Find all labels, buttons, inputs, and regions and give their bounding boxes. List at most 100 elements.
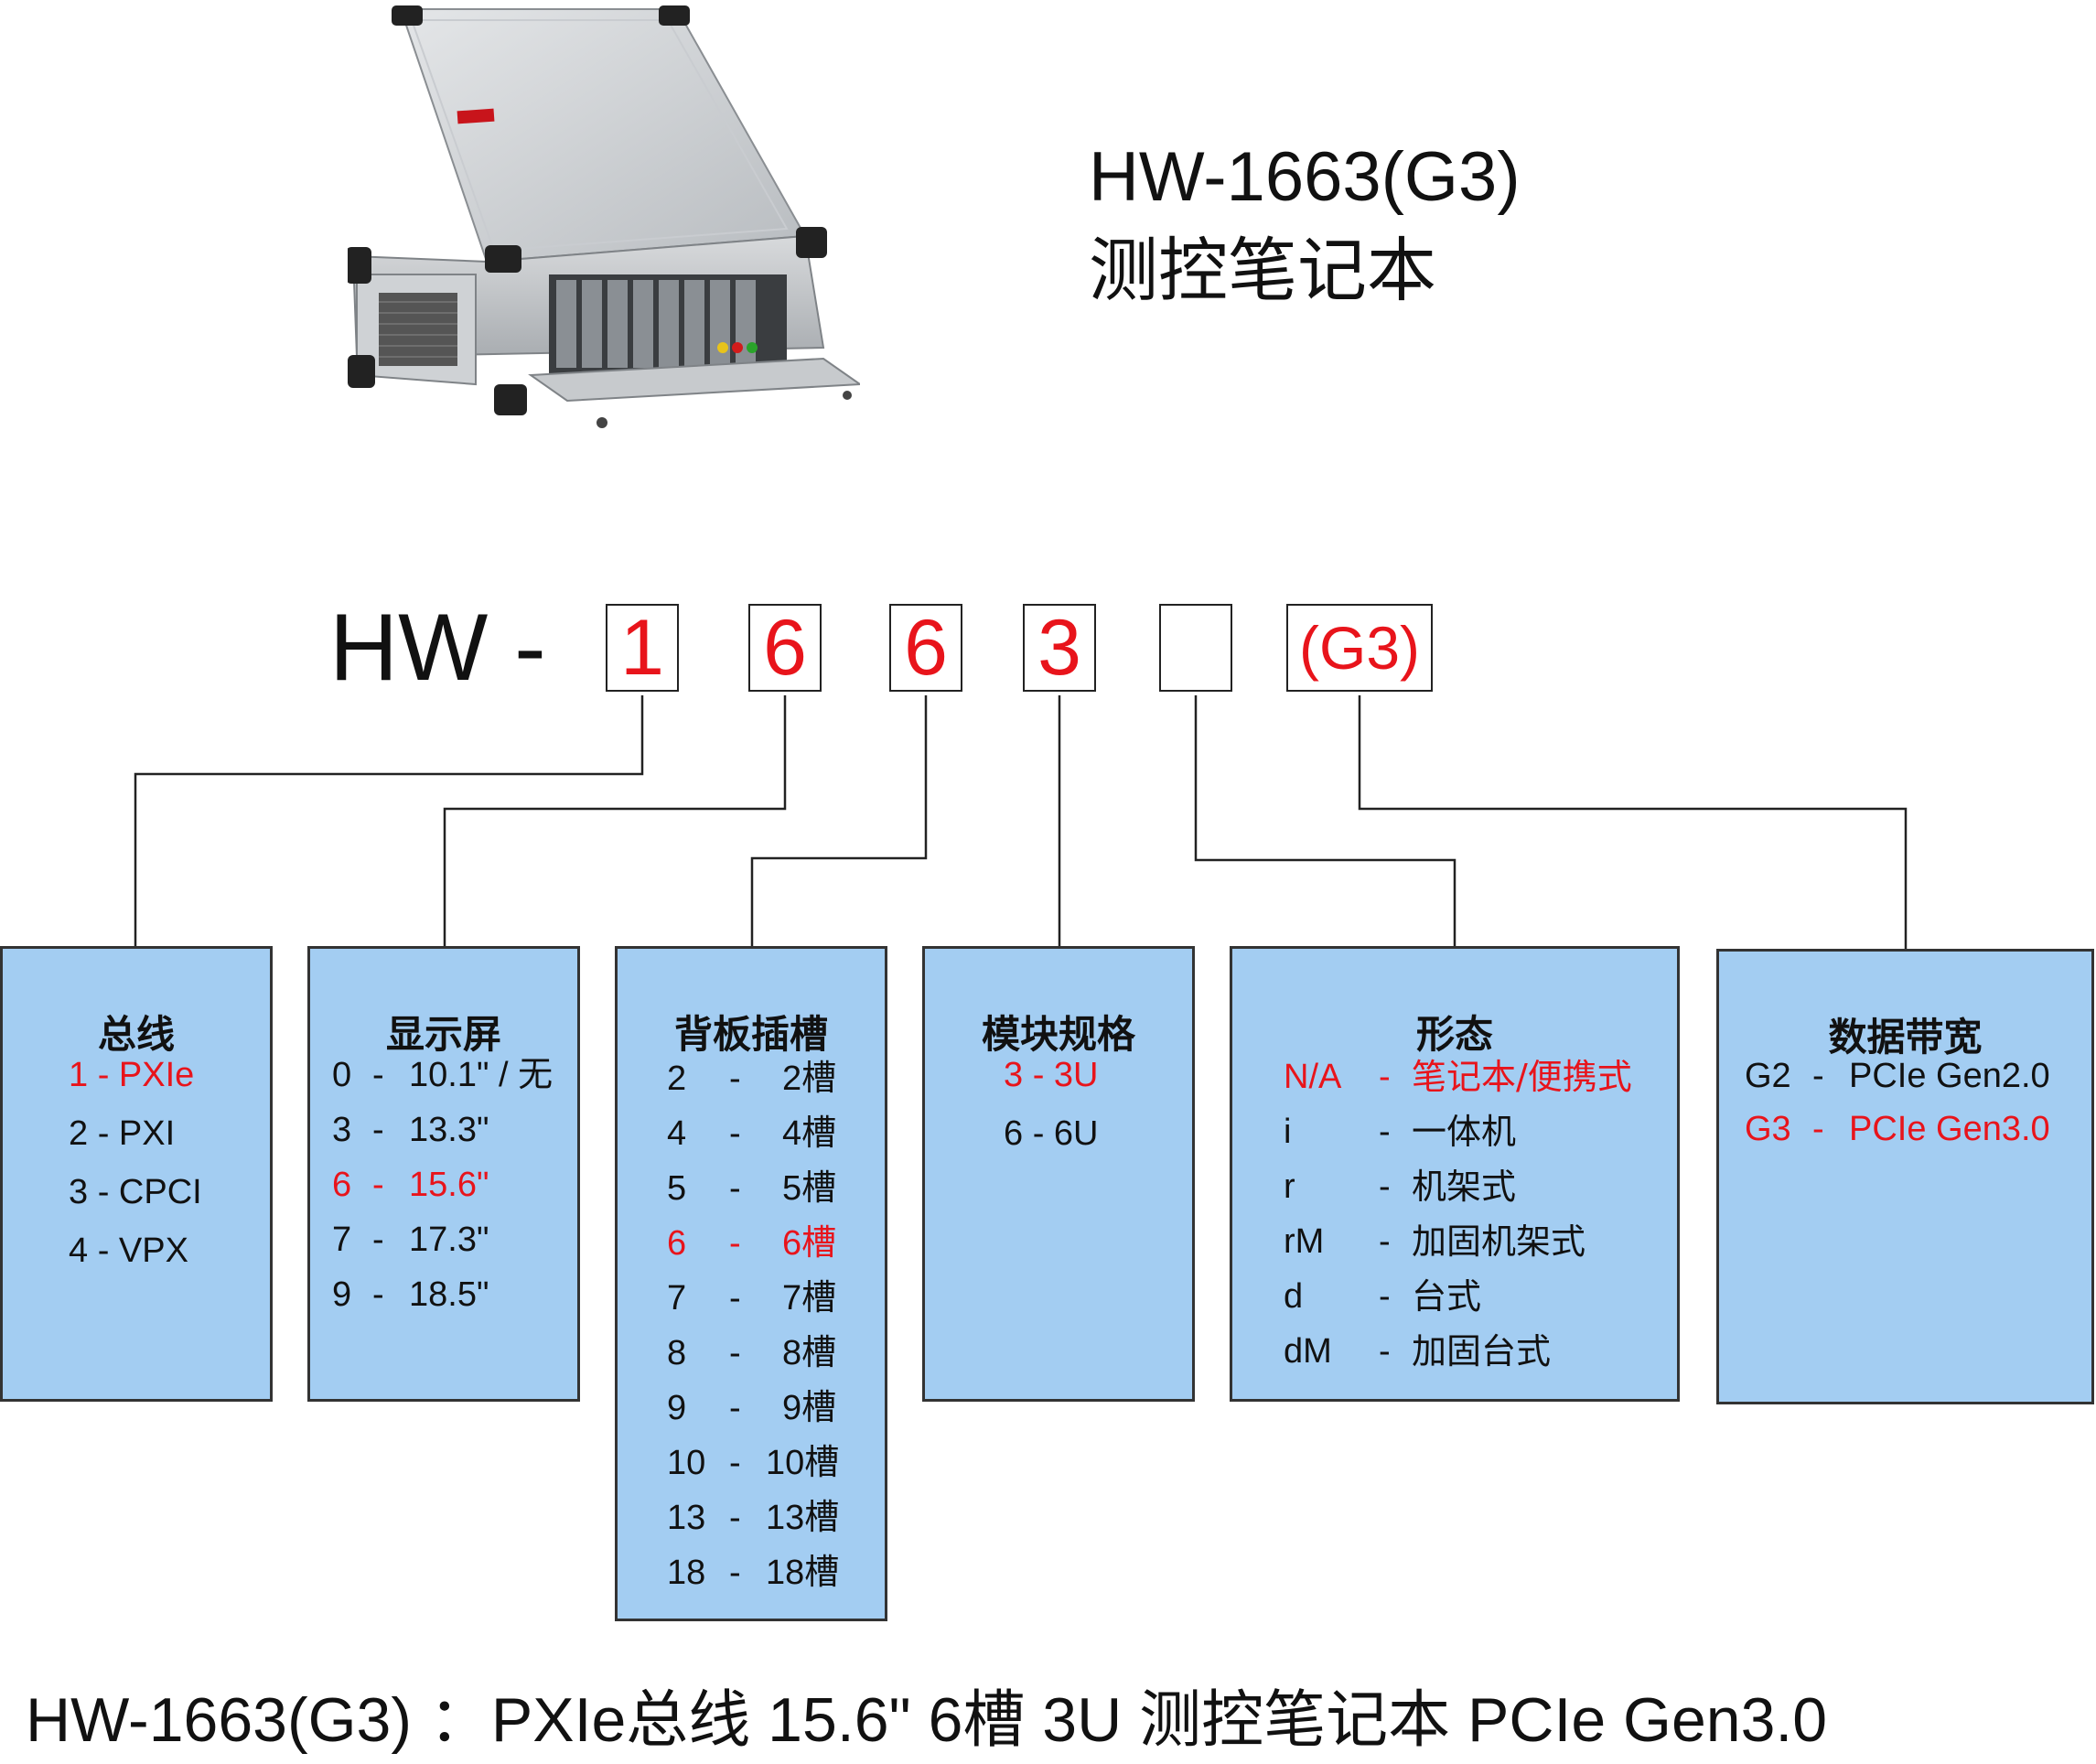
bus-item: 2 - PXI	[69, 1114, 176, 1153]
display-code: 6	[332, 1166, 352, 1204]
code-prefix: HW -	[329, 595, 546, 701]
display-code: 7	[332, 1221, 352, 1259]
bus-item: 4 - VPX	[69, 1232, 188, 1270]
display-code: 0	[332, 1056, 352, 1094]
bandwidth-code: G2	[1745, 1057, 1791, 1095]
form-code: N/A	[1284, 1058, 1342, 1096]
form-code: rM	[1284, 1222, 1325, 1261]
box-display: 显示屏 0 - 10.1" / 无 3 - 13.3" 6 - 15.6" 7 …	[307, 946, 580, 1402]
form-value: 笔记本/便携式	[1412, 1057, 1632, 1097]
form-code: d	[1284, 1277, 1304, 1316]
slots-dash: -	[729, 1334, 741, 1372]
display-dash: -	[372, 1166, 384, 1204]
display-value: 13.3"	[409, 1111, 489, 1149]
box-bandwidth: 数据带宽 G2 - PCIe Gen2.0 G3 - PCIe Gen3.0	[1716, 949, 2094, 1404]
form-dash: -	[1379, 1058, 1391, 1096]
form-code: dM	[1284, 1332, 1332, 1371]
slots-code: 2	[667, 1059, 687, 1098]
slots-dash: -	[729, 1499, 741, 1537]
slots-code: 6	[667, 1224, 687, 1263]
display-dash: -	[372, 1275, 384, 1314]
box-bus-title: 总线	[97, 1012, 175, 1057]
form-value: 一体机	[1412, 1112, 1517, 1152]
form-dash: -	[1379, 1167, 1391, 1206]
product-title: HW-1663(G3)	[1089, 138, 1521, 216]
code-segment-bandwidth: (G3)	[1286, 604, 1433, 692]
bus-item: 3 - CPCI	[69, 1173, 202, 1211]
form-dash: -	[1379, 1113, 1391, 1151]
slots-dash: -	[729, 1444, 741, 1482]
bandwidth-value: PCIe Gen3.0	[1849, 1110, 2050, 1148]
bus-item: 1 - PXIe	[69, 1056, 195, 1094]
form-code: r	[1284, 1167, 1295, 1206]
slots-code: 9	[667, 1389, 687, 1427]
code-segment-slots: 6	[889, 604, 962, 692]
display-value: 17.3"	[409, 1221, 489, 1259]
slots-code: 10	[667, 1444, 706, 1482]
slots-dash: -	[729, 1554, 741, 1592]
slots-code: 8	[667, 1334, 687, 1372]
connector-display	[443, 695, 787, 946]
form-value: 机架式	[1412, 1167, 1517, 1207]
slots-value: 6槽	[782, 1224, 837, 1263]
product-subtitle: 测控笔记本	[1089, 230, 1436, 311]
slots-code: 5	[667, 1169, 687, 1208]
box-module: 模块规格 3 - 3U 6 - 6U	[922, 946, 1195, 1402]
connector-bandwidth	[1358, 695, 1908, 949]
box-bandwidth-title: 数据带宽	[1828, 1015, 1983, 1059]
slots-value: 5槽	[782, 1169, 837, 1208]
bandwidth-dash: -	[1812, 1110, 1824, 1148]
display-value: 18.5"	[409, 1275, 489, 1314]
slots-dash: -	[729, 1059, 741, 1098]
display-dash: -	[372, 1221, 384, 1259]
code-segment-bus: 1	[606, 604, 679, 692]
bandwidth-dash: -	[1812, 1057, 1824, 1095]
slots-code: 18	[667, 1554, 706, 1592]
box-bus: 总线 1 - PXIe 2 - PXI 3 - CPCI 4 - VPX	[0, 946, 273, 1402]
form-value: 台式	[1412, 1276, 1482, 1317]
slots-dash: -	[729, 1389, 741, 1427]
slots-value: 10槽	[766, 1444, 840, 1482]
module-item: 6 - 6U	[1004, 1114, 1099, 1153]
box-slots: 背板插槽 2 - 2槽 4 - 4槽 5 - 5槽 6 - 6槽 7 - 7槽 …	[615, 946, 887, 1621]
display-code: 9	[332, 1275, 352, 1314]
bandwidth-code: G3	[1745, 1110, 1791, 1148]
slots-code: 13	[667, 1499, 706, 1537]
box-form: 形态 N/A - 笔记本/便携式 i - 一体机 r - 机架式 rM - 加固…	[1230, 946, 1680, 1402]
slots-value: 18槽	[766, 1554, 840, 1592]
slots-value: 9槽	[782, 1389, 837, 1427]
connector-slots	[750, 695, 928, 946]
display-value: 15.6"	[409, 1166, 489, 1204]
slots-value: 7槽	[782, 1279, 837, 1318]
connector-bus	[134, 695, 644, 946]
slots-code: 4	[667, 1114, 687, 1153]
slots-code: 7	[667, 1279, 687, 1318]
slots-dash: -	[729, 1224, 741, 1263]
bandwidth-value: PCIe Gen2.0	[1849, 1057, 2050, 1095]
code-segment-module: 3	[1023, 604, 1096, 692]
code-segment-display: 6	[748, 604, 822, 692]
display-dash: -	[372, 1056, 384, 1094]
form-code: i	[1284, 1113, 1292, 1151]
form-dash: -	[1379, 1277, 1391, 1316]
slots-dash: -	[729, 1169, 741, 1208]
slots-value: 2槽	[782, 1059, 837, 1098]
module-item: 3 - 3U	[1004, 1056, 1099, 1094]
form-dash: -	[1379, 1222, 1391, 1261]
slots-dash: -	[729, 1114, 741, 1153]
connector-form	[1194, 695, 1456, 946]
display-code: 3	[332, 1111, 352, 1149]
form-dash: -	[1379, 1332, 1391, 1371]
slots-value: 8槽	[782, 1334, 837, 1372]
summary-line: HW-1663(G3) ：PXIe总线 15.6" 6槽 3U 测控笔记本 PC…	[26, 1685, 1828, 1755]
laptop-illustration	[348, 5, 860, 428]
display-dash: -	[372, 1111, 384, 1149]
box-module-title: 模块规格	[981, 1012, 1135, 1057]
code-segment-form	[1159, 604, 1232, 692]
box-slots-title: 背板插槽	[673, 1012, 828, 1057]
form-value: 加固台式	[1412, 1331, 1552, 1371]
box-form-title: 形态	[1415, 1012, 1493, 1057]
box-display-title: 显示屏	[385, 1012, 501, 1057]
slots-dash: -	[729, 1279, 741, 1318]
